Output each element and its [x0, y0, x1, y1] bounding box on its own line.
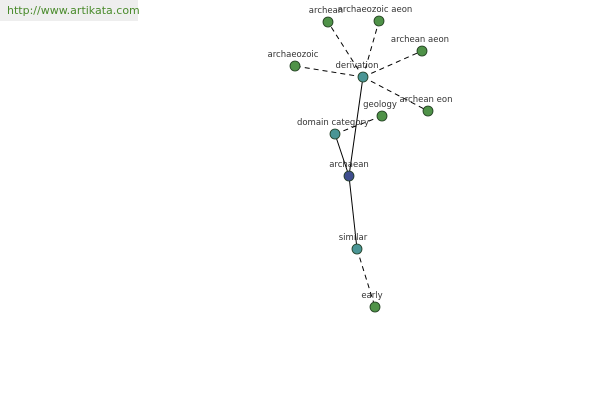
node-label-domain-category[interactable]: domain category — [297, 118, 369, 128]
node-early[interactable] — [369, 301, 381, 313]
node-label-geology[interactable]: geology — [363, 100, 397, 110]
edge-derivation-archean — [327, 21, 364, 78]
edge-derivation-archean-eon — [362, 76, 429, 112]
edge-derivation-archaeozoic — [294, 65, 364, 78]
node-label-archean-eon[interactable]: archean eon — [400, 95, 453, 105]
labels-layer: archaean derivation domain category similar… — [268, 5, 453, 301]
node-label-archean-aeon[interactable]: archean aeon — [391, 35, 449, 45]
edge-derivation-archaeozoic-aeon — [362, 20, 380, 78]
node-archaean[interactable] — [343, 170, 355, 182]
node-archean-aeon[interactable] — [416, 45, 428, 57]
node-derivation[interactable] — [357, 71, 369, 83]
node-archaeozoic-aeon[interactable] — [373, 15, 385, 27]
edge-archaean-similar — [348, 175, 358, 250]
edge-archaean-domain-category — [334, 133, 350, 177]
node-label-derivation[interactable]: derivation — [335, 61, 378, 71]
url-link[interactable]: http://www.artikata.com — [7, 4, 140, 17]
edge-similar-early — [356, 248, 376, 308]
node-label-early[interactable]: early — [361, 291, 382, 301]
edge-archaean-derivation — [348, 76, 364, 177]
node-domain-category[interactable] — [329, 128, 341, 140]
edge-derivation-archean-aeon — [362, 50, 423, 78]
edges-layer — [294, 20, 429, 308]
node-label-archaeozoic-aeon[interactable]: archaeozoic aeon — [338, 5, 413, 15]
node-archaeozoic[interactable] — [289, 60, 301, 72]
nodes-layer — [289, 15, 434, 313]
node-archean-eon[interactable] — [422, 105, 434, 117]
node-archean[interactable] — [322, 16, 334, 28]
node-label-archaean[interactable]: archaean — [329, 160, 369, 170]
node-similar[interactable] — [351, 243, 363, 255]
node-geology[interactable] — [376, 110, 388, 122]
node-label-similar[interactable]: similar — [339, 233, 368, 243]
node-label-archean[interactable]: archean — [309, 6, 343, 16]
url-banner[interactable]: http://www.artikata.com — [0, 0, 140, 21]
node-label-archaeozoic[interactable]: archaeozoic — [268, 50, 319, 60]
